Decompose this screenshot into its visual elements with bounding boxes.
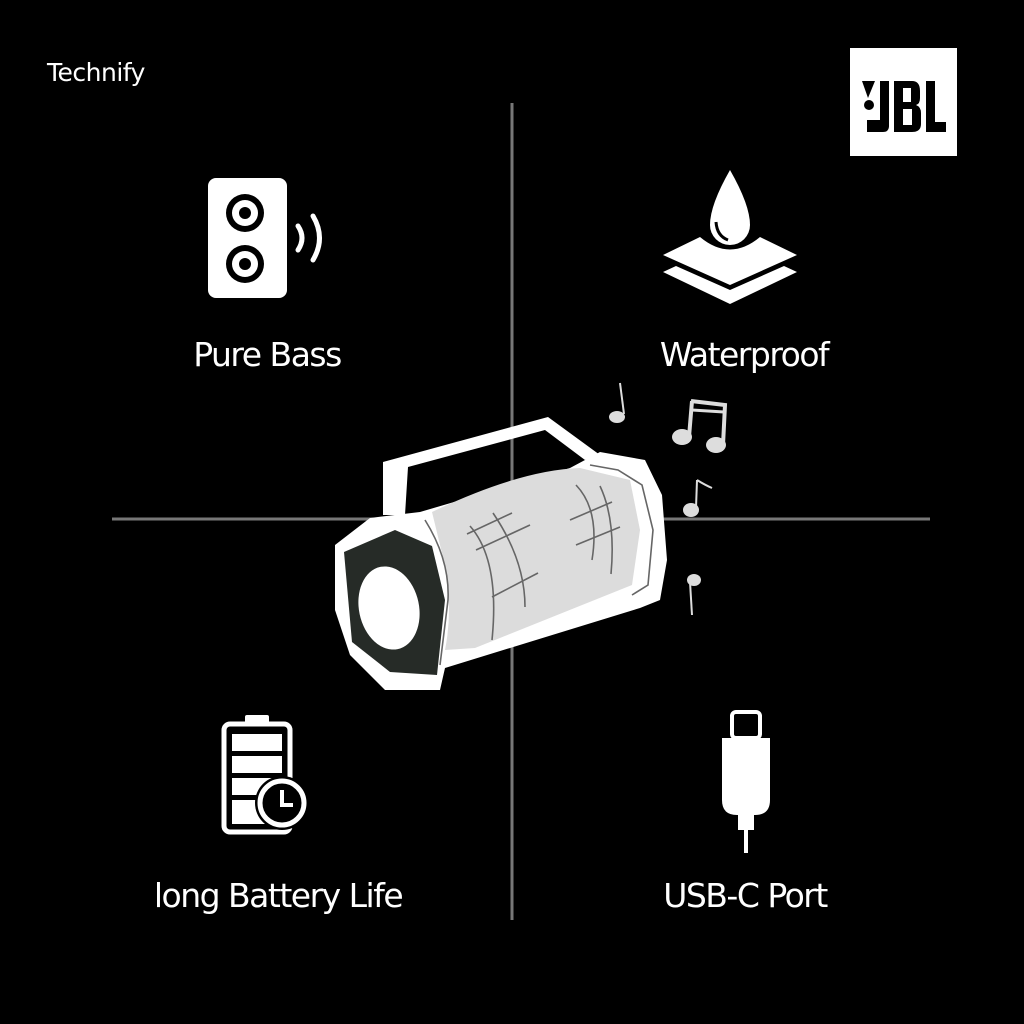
usb-c-plug-icon — [722, 710, 770, 853]
jbl-logo — [850, 48, 957, 156]
music-notes-icon — [609, 382, 728, 616]
battery-clock-icon — [221, 715, 309, 835]
speaker-icon — [208, 178, 322, 298]
feature-label-battery-life: long Battery Life — [153, 876, 404, 915]
jbl-logo-mark — [862, 81, 946, 132]
feature-label-pure-bass: Pure Bass — [193, 335, 342, 374]
water-drop-icon — [663, 170, 797, 304]
brand-name: Technify — [47, 58, 145, 87]
feature-label-waterproof: Waterproof — [659, 335, 830, 374]
feature-label-usb-c: USB-C Port — [663, 876, 828, 915]
portable-speaker-illustration — [335, 417, 667, 690]
